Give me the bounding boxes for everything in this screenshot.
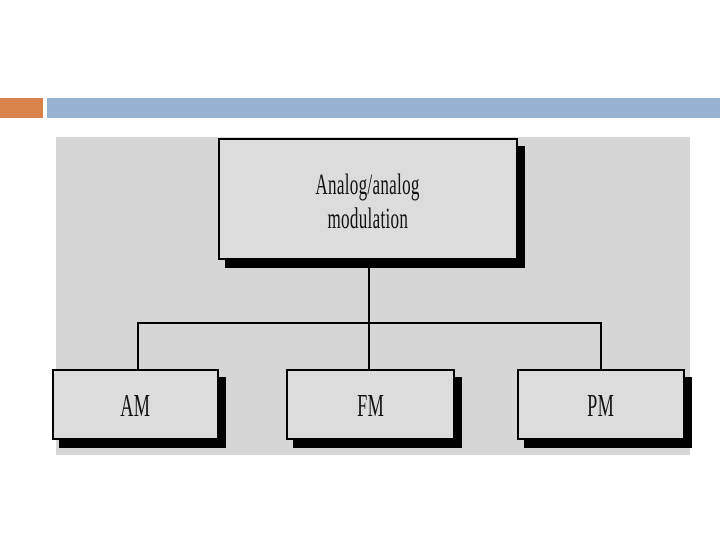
node-fm: FM	[286, 369, 455, 440]
node-fm-label: FM	[357, 386, 384, 423]
root-label-line1: Analog/analog	[315, 168, 421, 201]
root-label-line2: modulation	[327, 202, 409, 235]
connector-root-drop	[368, 268, 370, 324]
connector-branch-am	[137, 322, 139, 369]
connector-branch-pm	[600, 322, 602, 369]
node-pm-label: PM	[587, 386, 615, 423]
node-pm: PM	[517, 369, 685, 440]
node-am-label: AM	[120, 386, 151, 423]
node-am: AM	[52, 369, 219, 440]
header-title-band	[47, 98, 720, 118]
node-analog-analog-modulation: Analog/analog modulation	[218, 138, 518, 260]
header-accent-block	[0, 98, 43, 118]
connector-branch-fm	[368, 322, 370, 369]
